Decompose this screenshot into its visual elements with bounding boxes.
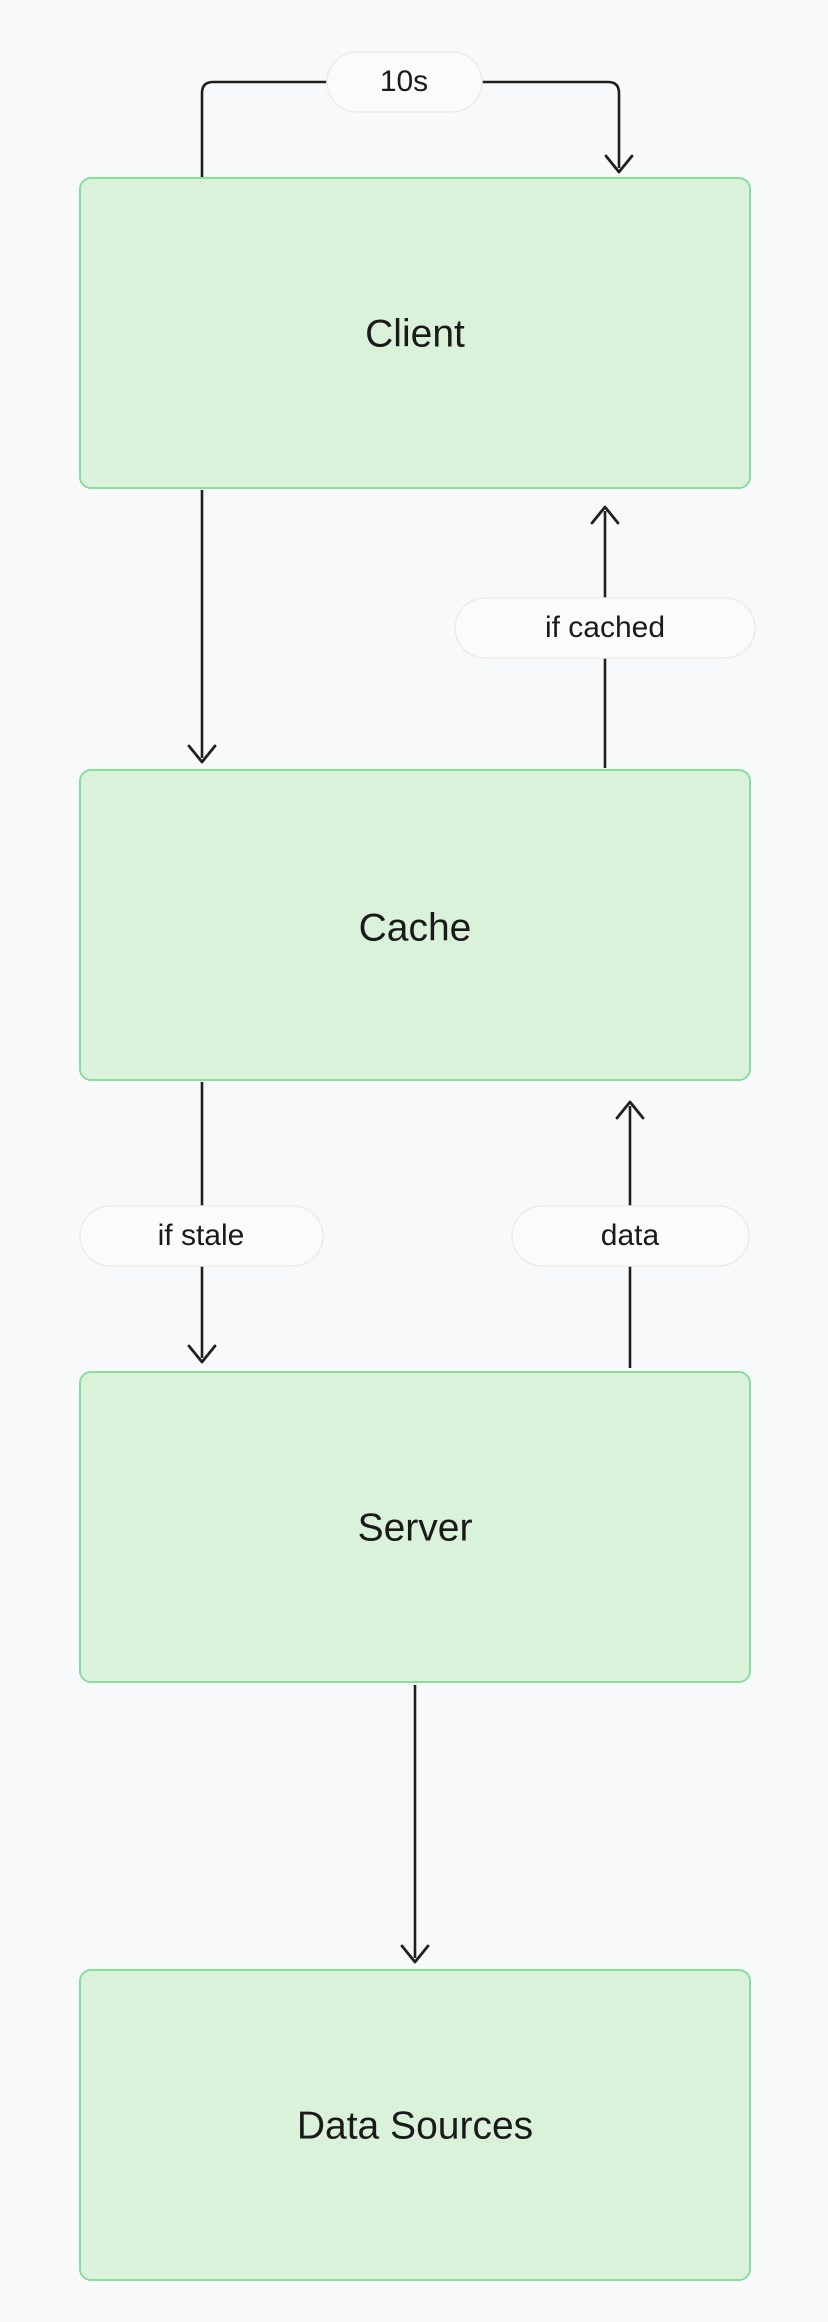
node-client-label: Client <box>365 312 465 355</box>
node-server-label: Server <box>358 1506 473 1549</box>
edge-label-self-loop-text: 10s <box>380 65 428 98</box>
edge-label-if-stale-text: if stale <box>158 1219 245 1252</box>
edge-cache-to-client-arrowhead <box>590 505 620 525</box>
edge-client-self-loop-arrowhead <box>604 154 634 174</box>
edge-label-self-loop: 10s <box>326 51 483 113</box>
node-data-sources-label: Data Sources <box>297 2104 533 2147</box>
edge-label-if-cached: if cached <box>454 597 756 659</box>
node-server[interactable]: Server <box>79 1371 751 1683</box>
edge-client-to-cache <box>187 490 217 764</box>
edge-cache-to-server-arrowhead <box>187 1344 217 1364</box>
node-cache-rect[interactable] <box>79 769 751 1081</box>
edge-label-if-cached-pill <box>454 597 756 659</box>
node-server-rect[interactable] <box>79 1371 751 1683</box>
edge-server-to-data-sources <box>400 1685 430 1964</box>
node-cache[interactable]: Cache <box>79 769 751 1081</box>
edge-client-to-cache-arrowhead <box>187 744 217 764</box>
edge-server-to-cache-arrowhead <box>615 1100 645 1120</box>
node-data-sources[interactable]: Data Sources <box>79 1969 751 2281</box>
edge-label-if-stale-pill <box>79 1205 324 1267</box>
edge-server-to-data-sources-arrowhead <box>400 1944 430 1964</box>
node-client-rect[interactable] <box>79 177 751 489</box>
edge-label-self-loop-pill <box>326 51 483 113</box>
edge-label-data-pill <box>511 1205 750 1267</box>
node-data-sources-rect[interactable] <box>79 1969 751 2281</box>
edge-label-if-stale: if stale <box>79 1205 324 1267</box>
node-client[interactable]: Client <box>79 177 751 489</box>
node-cache-label: Cache <box>359 906 472 949</box>
edge-label-if-cached-text: if cached <box>545 611 665 644</box>
edge-label-data: data <box>511 1205 750 1267</box>
edge-label-data-text: data <box>601 1219 660 1252</box>
